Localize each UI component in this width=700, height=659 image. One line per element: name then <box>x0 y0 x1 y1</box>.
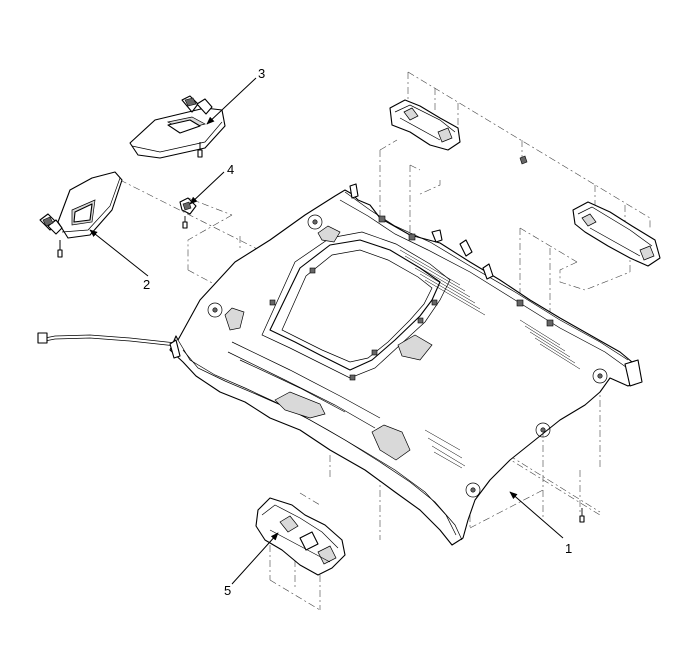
callout-leaders <box>89 77 564 585</box>
headlining-bracket-upper <box>389 99 461 151</box>
leader-4 <box>189 171 225 205</box>
leader-1 <box>509 491 564 539</box>
leader-2 <box>89 229 149 277</box>
visor-holder-clip <box>179 197 197 229</box>
sun-visor-left <box>39 171 123 258</box>
headlining-bracket-right <box>519 155 661 267</box>
callout-1: 1 <box>565 541 572 556</box>
leader-3 <box>206 77 257 125</box>
callout-5: 5 <box>224 583 231 598</box>
callout-4: 4 <box>227 162 234 177</box>
leader-5 <box>231 532 279 585</box>
sun-visor-right <box>129 95 226 159</box>
callout-3: 3 <box>258 66 265 81</box>
callout-2: 2 <box>143 277 150 292</box>
headlining-panel <box>37 183 643 546</box>
callout-labels: 1 2 3 4 5 <box>143 66 572 598</box>
headlining-bracket-lower <box>255 497 585 576</box>
